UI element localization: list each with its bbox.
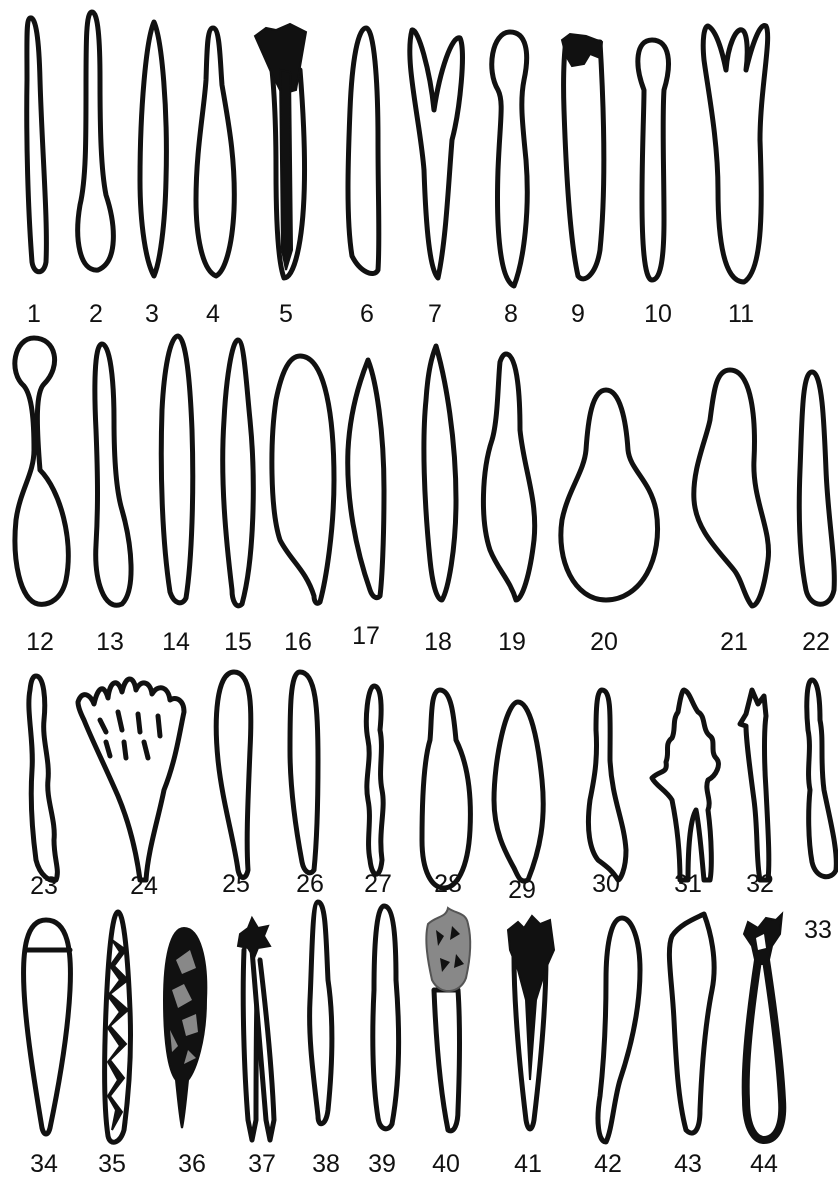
figure-label: 34 bbox=[30, 1150, 58, 1178]
figure-label: 25 bbox=[222, 870, 250, 898]
figure-label: 35 bbox=[98, 1150, 126, 1178]
figure-label: 12 bbox=[26, 628, 54, 656]
figure-1: 1 bbox=[27, 18, 47, 328]
figure-38: 38 bbox=[310, 902, 340, 1178]
figure-label: 7 bbox=[428, 300, 442, 328]
figure-2: 2 bbox=[78, 12, 114, 328]
figure-20: 20 bbox=[561, 390, 658, 656]
figure-label: 40 bbox=[432, 1150, 460, 1178]
figure-29: 29 bbox=[494, 702, 543, 904]
figure-5: 5 bbox=[255, 24, 306, 328]
figure-label: 9 bbox=[571, 300, 585, 328]
figure-25: 25 bbox=[216, 672, 251, 898]
figure-44: 44 bbox=[744, 914, 782, 1178]
figure-11: 11 bbox=[703, 26, 767, 328]
figure-label: 4 bbox=[206, 300, 220, 328]
figure-10: 10 bbox=[638, 40, 672, 328]
figure-6: 6 bbox=[348, 28, 379, 328]
figure-27: 27 bbox=[364, 686, 392, 898]
figure-label: 16 bbox=[284, 628, 312, 656]
figure-22: 22 bbox=[799, 372, 834, 656]
figure-26: 26 bbox=[290, 672, 324, 898]
figure-4: 4 bbox=[196, 28, 234, 328]
figure-label: 41 bbox=[514, 1150, 542, 1178]
figure-label: 44 bbox=[750, 1150, 778, 1178]
figure-30: 30 bbox=[588, 690, 626, 898]
figure-15: 15 bbox=[223, 340, 254, 656]
figure-31: 31 bbox=[652, 690, 718, 898]
figure-43: 43 bbox=[669, 914, 714, 1178]
figure-39: 39 bbox=[368, 906, 399, 1178]
figure-24: 24 bbox=[78, 679, 184, 900]
figure-9: 9 bbox=[562, 34, 604, 328]
figure-label: 20 bbox=[590, 628, 618, 656]
figure-21: 21 bbox=[694, 370, 769, 656]
figure-label: 39 bbox=[368, 1150, 396, 1178]
figure-8: 8 bbox=[492, 32, 527, 328]
figure-33: 33 bbox=[804, 680, 836, 944]
figure-16: 16 bbox=[272, 356, 334, 656]
figure-12: 12 bbox=[15, 338, 68, 656]
figure-label: 11 bbox=[728, 300, 754, 328]
figure-7: 7 bbox=[410, 30, 463, 328]
figure-label: 43 bbox=[674, 1150, 702, 1178]
figure-label: 23 bbox=[30, 872, 58, 900]
figure-label: 21 bbox=[720, 628, 748, 656]
figure-label: 18 bbox=[424, 628, 452, 656]
figure-40: 40 bbox=[426, 908, 470, 1178]
figure-34: 34 bbox=[24, 920, 71, 1178]
figure-label: 13 bbox=[96, 628, 124, 656]
figure-label: 17 bbox=[352, 622, 380, 650]
figure-label: 24 bbox=[130, 872, 158, 900]
figure-label: 30 bbox=[592, 870, 620, 898]
figure-label: 8 bbox=[504, 300, 518, 328]
figure-14: 14 bbox=[161, 336, 192, 656]
figure-17: 17 bbox=[348, 360, 384, 650]
figure-41: 41 bbox=[508, 916, 554, 1178]
figure-label: 5 bbox=[279, 300, 293, 328]
figure-label: 2 bbox=[89, 300, 103, 328]
figure-label: 27 bbox=[364, 870, 392, 898]
figure-label: 15 bbox=[224, 628, 252, 656]
figure-23: 23 bbox=[29, 676, 58, 900]
figure-35: 35 bbox=[98, 912, 130, 1178]
figure-label: 19 bbox=[498, 628, 526, 656]
figure-3: 3 bbox=[140, 22, 166, 328]
figure-label: 38 bbox=[312, 1150, 340, 1178]
figure-label: 33 bbox=[804, 916, 832, 944]
figure-19: 19 bbox=[483, 354, 534, 656]
figure-13: 13 bbox=[95, 344, 131, 656]
figure-label: 6 bbox=[360, 300, 374, 328]
figure-label: 36 bbox=[178, 1150, 206, 1178]
figure-label: 26 bbox=[296, 870, 324, 898]
figure-label: 31 bbox=[674, 870, 702, 898]
figure-32: 32 bbox=[740, 690, 774, 898]
figure-label: 29 bbox=[508, 876, 536, 904]
figure-label: 10 bbox=[644, 300, 672, 328]
figure-28: 28 bbox=[422, 690, 470, 898]
figure-label: 3 bbox=[145, 300, 159, 328]
figure-18: 18 bbox=[424, 346, 456, 656]
figure-label: 14 bbox=[162, 628, 190, 656]
figure-label: 22 bbox=[802, 628, 830, 656]
figure-label: 1 bbox=[27, 300, 41, 328]
figure-42: 42 bbox=[594, 918, 640, 1178]
figure-label: 32 bbox=[746, 870, 774, 898]
figure-label: 42 bbox=[594, 1150, 622, 1178]
figure-label: 28 bbox=[434, 870, 462, 898]
figure-37: 37 bbox=[238, 918, 276, 1178]
figure-label: 37 bbox=[248, 1150, 276, 1178]
figure-36: 36 bbox=[164, 928, 206, 1178]
